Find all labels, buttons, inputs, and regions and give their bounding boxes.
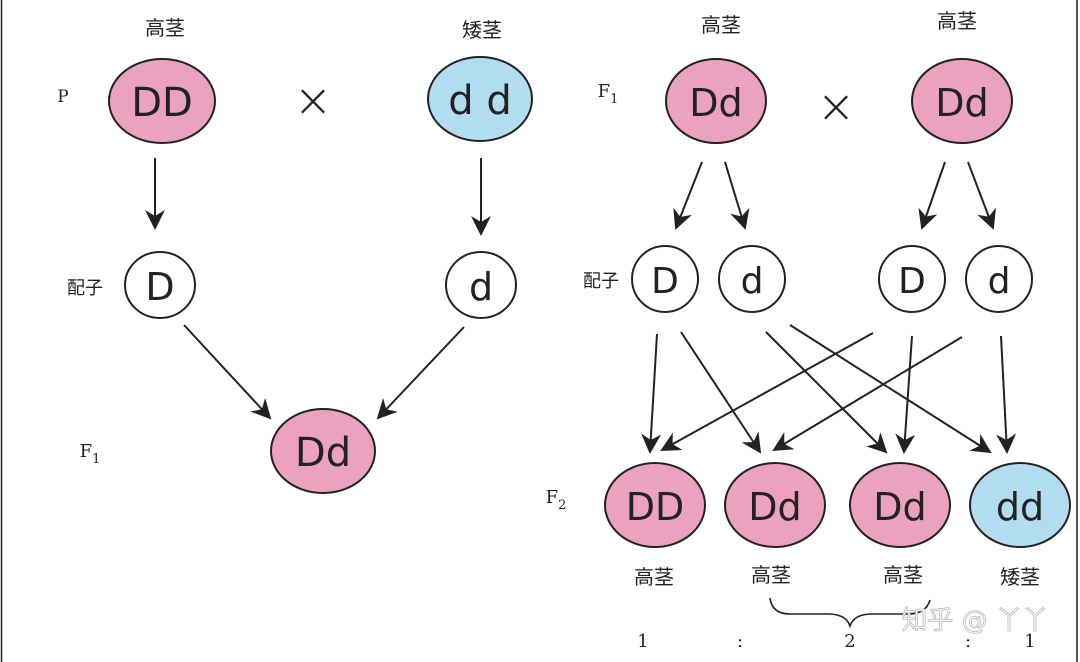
ratio-first: 1 — [637, 631, 648, 652]
right-arrow-gd4-off2 — [772, 336, 963, 452]
right-generation-label: F1 — [598, 81, 619, 107]
right-offspring-label: F2 — [546, 487, 567, 513]
right-offspring3-circle — [849, 462, 951, 548]
right-gamete4-circle — [965, 245, 1033, 313]
right-offspring4-circle — [969, 462, 1071, 548]
right-parent1-circle — [665, 58, 767, 144]
right-arrow-gD1-off1 — [641, 333, 662, 454]
right-gamete-label: 配子 — [583, 271, 619, 292]
right-offspring3-phenotype: 高茎 — [883, 563, 923, 587]
right-arrow-p1-g2 — [724, 161, 750, 230]
right-parent1-phenotype: 高茎 — [701, 13, 741, 37]
right-arrow-gD3-off3 — [895, 335, 916, 454]
left-gamete1-allele: D — [145, 265, 174, 309]
right-cross: 高茎 高茎 F1 Dd × Dd 配子 D d D d — [546, 9, 1071, 652]
left-cross: 高茎 矮茎 P DD × d d 配子 D d F1 Dd — [57, 16, 533, 494]
right-offspring3-genotype: Dd — [873, 485, 926, 529]
right-arrow-p2-g3 — [918, 161, 946, 230]
left-parent1-genotype: DD — [131, 80, 193, 126]
ratio-brace — [769, 597, 931, 629]
right-arrow-gd2-off4 — [789, 324, 992, 454]
right-parent2-genotype: Dd — [935, 81, 988, 125]
right-gamete1-circle — [631, 245, 699, 313]
right-arrow-gD1-off2 — [680, 331, 762, 454]
right-parent2-circle — [911, 58, 1013, 144]
right-offspring1-circle — [604, 462, 706, 548]
right-offspring4-genotype: dd — [996, 485, 1044, 529]
left-gamete2-allele: d — [469, 265, 493, 309]
right-offspring1-genotype: DD — [626, 485, 685, 529]
ratio-sep1: : — [737, 631, 743, 652]
right-gamete4-allele: d — [988, 261, 1011, 302]
right-offspring2-phenotype: 高茎 — [751, 563, 791, 587]
left-parent2-genotype: d d — [448, 78, 512, 124]
right-arrow-gd4-off4 — [996, 335, 1017, 454]
right-gamete1-allele: D — [651, 261, 679, 302]
left-parent2-circle — [427, 56, 533, 142]
right-arrow-gd2-off3 — [765, 331, 888, 454]
ratio-sep2: : — [965, 631, 971, 652]
right-cross-symbol: × — [817, 79, 856, 133]
left-arrow-g1-offspring — [183, 324, 272, 420]
right-offspring1-phenotype: 高茎 — [634, 565, 674, 589]
zhihu-watermark: 知乎 @ 丫丫 — [901, 606, 1048, 636]
left-cross-symbol: × — [294, 73, 333, 127]
right-gamete2-allele: d — [741, 261, 764, 302]
right-arrow-p1-g1 — [673, 161, 703, 230]
ratio-middle: 2 — [844, 631, 855, 652]
left-gamete2-circle — [445, 251, 517, 319]
left-gamete-label: 配子 — [67, 278, 103, 299]
left-arrow-g2-offspring — [376, 326, 465, 420]
right-offspring2-genotype: Dd — [748, 485, 801, 529]
right-parent2-phenotype: 高茎 — [937, 9, 977, 33]
right-arrow-p2-g4 — [967, 161, 996, 230]
left-parent2-phenotype: 矮茎 — [462, 18, 502, 42]
right-arrow-gD3-off1 — [660, 332, 874, 451]
ratio-last: 1 — [1024, 631, 1035, 652]
right-gamete2-circle — [718, 245, 786, 313]
left-parent1-circle — [108, 58, 216, 144]
right-offspring4-phenotype: 矮茎 — [1000, 565, 1040, 589]
right-gamete3-allele: D — [898, 261, 926, 302]
right-offspring2-circle — [724, 462, 826, 548]
right-gamete3-circle — [878, 245, 946, 313]
right-parent1-genotype: Dd — [689, 81, 742, 125]
left-offspring-label: F1 — [80, 441, 101, 467]
left-gamete1-circle — [124, 251, 196, 319]
left-parent1-phenotype: 高茎 — [145, 16, 185, 40]
left-generation-label: P — [57, 87, 68, 107]
left-offspring-circle — [270, 408, 376, 494]
left-offspring-genotype: Dd — [295, 430, 351, 476]
